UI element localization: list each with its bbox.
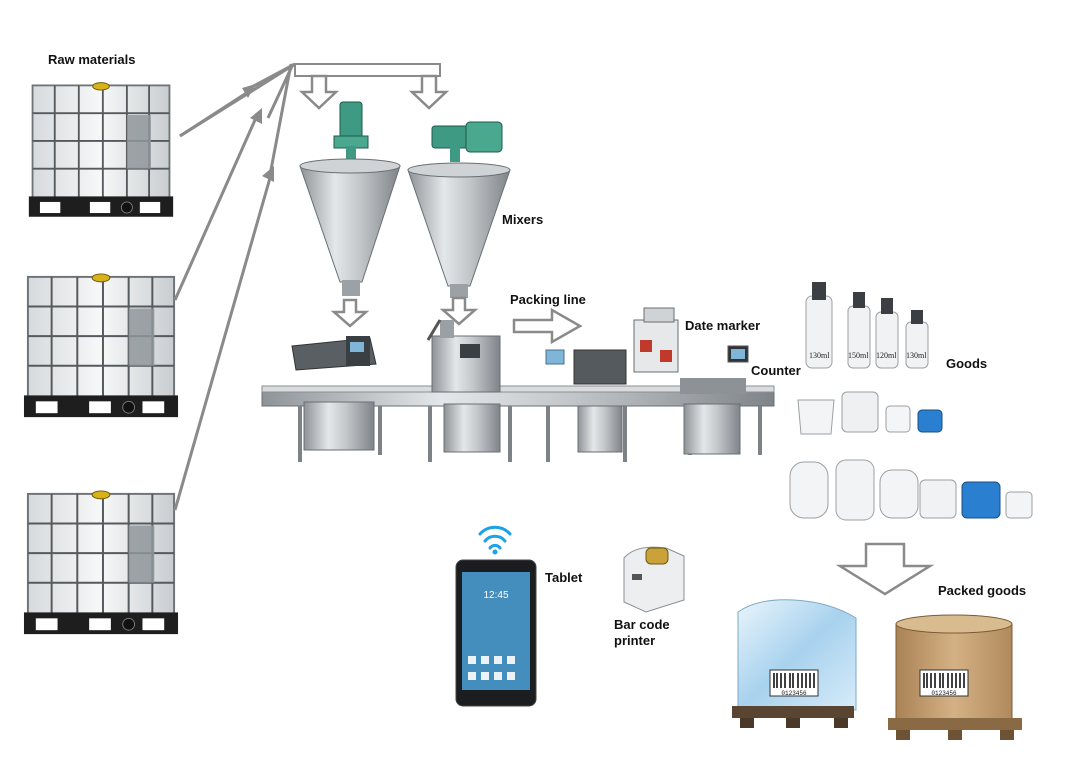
- bottle-labels: 130ml 150ml 120ml 130ml: [809, 351, 927, 360]
- goods-containers: [789, 391, 1033, 521]
- jerrycan-icon: [917, 409, 943, 433]
- label-goods: Goods: [946, 356, 988, 371]
- barcode-text: 0123456: [781, 690, 807, 697]
- sealer-icon: [545, 349, 627, 453]
- drum-icon: [879, 469, 919, 519]
- jerrycan-icon: [1005, 491, 1033, 519]
- ibc-tote-icon: [22, 489, 180, 636]
- label-printer-icon: [623, 546, 685, 613]
- feed-arrows: [173, 62, 441, 511]
- label-date-marker: Date marker: [685, 318, 761, 333]
- jerrycan-icon: [885, 405, 911, 433]
- ibc-tote-icon: [27, 81, 175, 218]
- label-bar-code-printer-line2: printer: [614, 633, 656, 648]
- hopper-down-arrows: [298, 74, 450, 110]
- packing-line-arrow: [512, 307, 583, 345]
- wrapped-pallet-icon: 0123456: [732, 599, 857, 728]
- label-raw-materials: Raw materials: [48, 52, 136, 67]
- packing-line: [261, 307, 775, 462]
- mixer-down-arrows: [330, 296, 479, 328]
- goods-bottles: 130ml 150ml 120ml 130ml: [805, 282, 929, 369]
- wifi-icon: [478, 525, 512, 555]
- bucket-icon: [797, 399, 835, 435]
- drum-icon: [835, 459, 875, 521]
- tablet-icon: 12:45: [455, 559, 537, 707]
- mixers: [299, 101, 511, 298]
- raw-material-totes: [22, 81, 180, 636]
- label-packing-line: Packing line: [510, 292, 586, 307]
- jerrycan-icon: [961, 481, 1001, 519]
- label-mixers: Mixers: [502, 212, 544, 227]
- tablet-clock: 12:45: [483, 590, 508, 601]
- carton-pallet-icon: 0123456: [888, 614, 1022, 740]
- conical-mixer-icon: [407, 121, 511, 298]
- capping-machine-icon: [426, 319, 501, 453]
- label-tablet: Tablet: [545, 570, 583, 585]
- bottle-label: 130ml: [809, 351, 830, 360]
- bottle-label: 150ml: [848, 351, 869, 360]
- feed-arrowheads: [242, 84, 274, 182]
- bottle-label: 120ml: [876, 351, 897, 360]
- label-packed-goods: Packed goods: [938, 583, 1027, 598]
- conical-mixer-icon: [299, 101, 401, 296]
- labeler-icon: [680, 345, 749, 455]
- filling-machine-icon: [291, 336, 377, 451]
- packed-goods: 0123456 0123456: [732, 599, 1022, 740]
- label-counter: Counter: [751, 363, 801, 378]
- packed-goods-arrow: [835, 542, 935, 596]
- jerrycan-icon: [841, 391, 879, 433]
- jerrycan-icon: [919, 479, 957, 519]
- drum-icon: [789, 461, 829, 519]
- label-bar-code-printer-line1: Bar code: [614, 617, 670, 632]
- barcode-text: 0123456: [931, 690, 957, 697]
- ibc-tote-icon: [22, 272, 180, 419]
- date-marker-icon: [633, 307, 679, 373]
- bottle-label: 130ml: [906, 351, 927, 360]
